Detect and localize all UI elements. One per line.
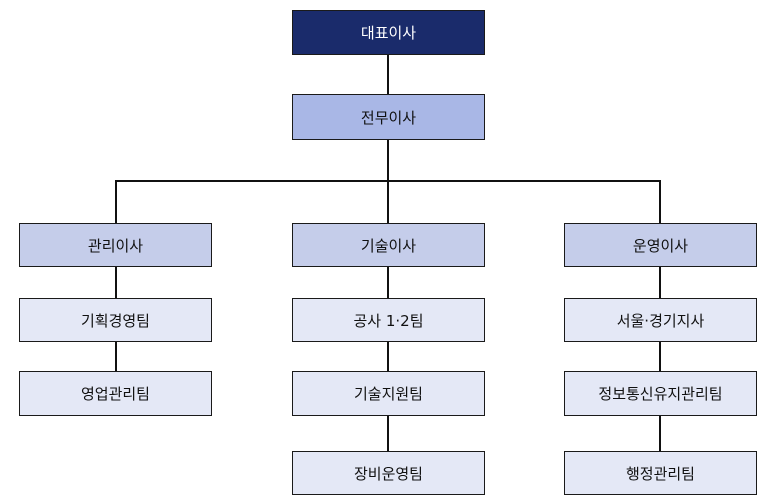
team-box-technical-1: 공사 1·2팀 <box>292 298 485 342</box>
connector-executive-down <box>387 139 389 181</box>
director-operations-box: 운영이사 <box>564 223 757 267</box>
executive-director-box: 전무이사 <box>292 94 485 140</box>
director-management-box: 관리이사 <box>19 223 212 267</box>
connector-to-operations <box>659 180 661 224</box>
team-box-operations-3: 행정관리팀 <box>564 451 757 495</box>
connector-technical-chain <box>387 266 389 452</box>
team-box-technical-3: 장비운영팀 <box>292 451 485 495</box>
team-box-operations-2: 정보통신유지관리팀 <box>564 371 757 416</box>
team-box-management-2: 영업관리팀 <box>19 371 212 416</box>
team-box-operations-1: 서울·경기지사 <box>564 298 757 342</box>
team-box-management-1: 기획경영팀 <box>19 298 212 342</box>
connector-operations-chain <box>659 266 661 452</box>
team-box-technical-2: 기술지원팀 <box>292 371 485 416</box>
connector-to-management <box>115 180 117 224</box>
connector-ceo-to-executive <box>387 54 389 95</box>
director-technical-box: 기술이사 <box>292 223 485 267</box>
ceo-box: 대표이사 <box>292 10 485 55</box>
connector-to-technical <box>387 180 389 224</box>
